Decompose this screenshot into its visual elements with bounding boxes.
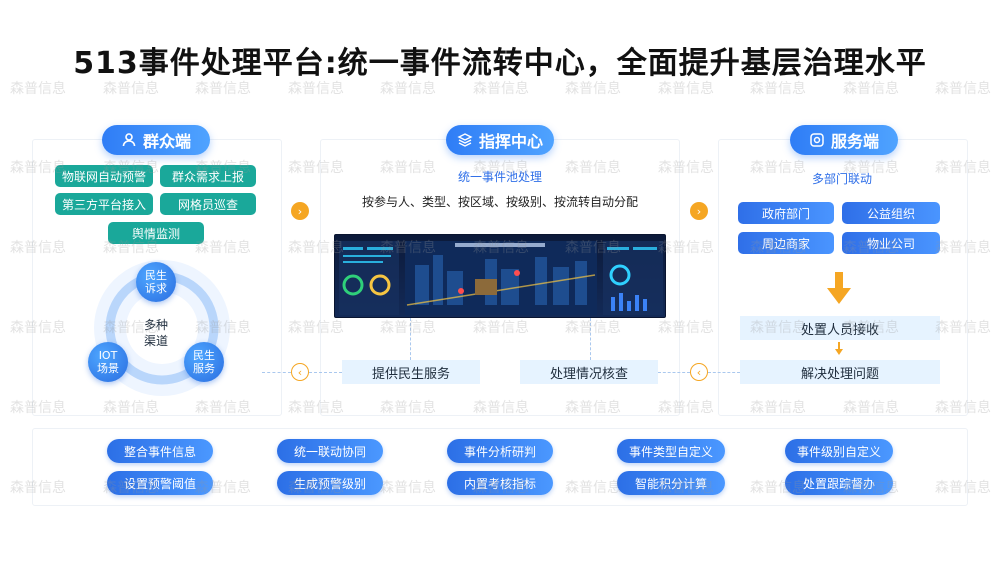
citizen-header: 群众端 [102, 125, 210, 155]
connector-right-back [658, 372, 690, 373]
feature-event-analysis: 事件分析研判 [447, 439, 553, 463]
tag-merchants: 周边商家 [738, 232, 834, 254]
dashboard-screenshot [334, 234, 666, 318]
box-staff-receive: 处置人员接收 [740, 316, 940, 340]
box-provide-service: 提供民生服务 [342, 360, 480, 384]
tag-public-opinion: 舆情监测 [108, 222, 204, 244]
node-livelihood-demand: 民生 诉求 [136, 262, 176, 302]
connector-right-back-2 [708, 372, 740, 373]
connector-mid-left [410, 318, 411, 360]
feature-assessment-index: 内置考核指标 [447, 471, 553, 495]
middle-subtitle: 统一事件池处理 [457, 170, 542, 184]
feature-smart-points: 智能积分计算 [617, 471, 725, 495]
middle-description: 按参与人、类型、按区域、按级别、按流转自动分配 [361, 195, 638, 209]
user-icon [122, 133, 136, 147]
arrow-left-icon: ‹ [690, 363, 708, 381]
service-header: 服务端 [790, 125, 898, 155]
tag-citizen-report: 群众需求上报 [160, 165, 256, 187]
connector-left-back-2 [309, 372, 342, 373]
tag-grid-patrol: 网格员巡查 [160, 193, 256, 215]
page-title: 513事件处理平台:统一事件流转中心，全面提升基层治理水平 [73, 46, 927, 81]
feature-custom-type: 事件类型自定义 [617, 439, 725, 463]
layers-icon [457, 133, 473, 147]
feature-unified-coordination: 统一联动协同 [277, 439, 383, 463]
connector-mid-right [590, 318, 591, 360]
arrow-right-icon: › [291, 202, 309, 220]
feature-tracking-supervision: 处置跟踪督办 [785, 471, 893, 495]
tag-government: 政府部门 [738, 202, 834, 224]
feature-alert-level: 生成预警级别 [277, 471, 383, 495]
node-livelihood-service: 民生 服务 [184, 342, 224, 382]
command-center-header: 指挥中心 [446, 125, 554, 155]
feature-custom-level: 事件级别自定义 [785, 439, 893, 463]
settings-icon [810, 133, 824, 147]
down-arrow-icon [827, 272, 851, 304]
feature-alert-threshold: 设置预警阈值 [107, 471, 213, 495]
tag-charity: 公益组织 [842, 202, 940, 224]
small-down-arrow-icon [835, 342, 843, 355]
right-subtitle: 多部门联动 [811, 172, 872, 186]
tag-third-party: 第三方平台接入 [55, 193, 153, 215]
box-solve-problem: 解决处理问题 [740, 360, 940, 384]
arrow-left-icon: ‹ [291, 363, 309, 381]
arrow-right-icon: › [690, 202, 708, 220]
connector-left-back [262, 372, 291, 373]
feature-integrate-info: 整合事件信息 [107, 439, 213, 463]
node-iot-scene: IOT 场景 [88, 342, 128, 382]
tag-iot-alert: 物联网自动预警 [55, 165, 153, 187]
tag-property: 物业公司 [842, 232, 940, 254]
box-verify-handling: 处理情况核查 [520, 360, 658, 384]
ring-center-label: 多种 渠道 [143, 318, 168, 348]
